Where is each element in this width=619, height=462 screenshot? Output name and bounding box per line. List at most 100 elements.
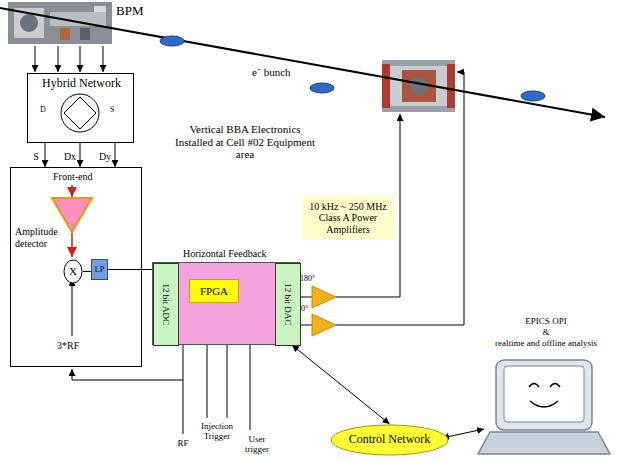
bpm-signal-wire	[35, 46, 103, 72]
dac-box: 12 bit DAC	[275, 263, 301, 346]
fpga-box: FPGA	[189, 279, 239, 303]
rf-input-wire	[72, 345, 183, 434]
node-title: Hybrid Network	[28, 77, 135, 91]
node-title: 12 bit DAC	[283, 283, 293, 325]
laptop-icon	[550, 384, 560, 388]
signal-name: RF	[177, 438, 188, 448]
hybrid-symbol	[64, 97, 96, 129]
node-title: FPGA	[200, 285, 228, 298]
connector-group	[45, 143, 390, 424]
bpm-photo	[8, 2, 112, 44]
node-title: LP	[95, 265, 104, 274]
port-label: D	[40, 105, 46, 114]
bpm-photo	[60, 28, 70, 40]
power-amplifier	[300, 297, 312, 298]
kicker-photo	[382, 60, 455, 112]
network-link	[442, 429, 484, 438]
front-end-amplifier	[71, 185, 73, 197]
trigger-wire	[227, 345, 228, 418]
front-end-amplifier	[72, 279, 73, 336]
electron-bunch	[160, 36, 545, 101]
amplifier-note-box: 10 kHz ~ 250 MHz Class A Power Amplifier…	[302, 196, 394, 240]
signal-label: Dx	[63, 151, 77, 163]
node-text: Amplitude detector	[15, 226, 65, 249]
power-amplifier	[312, 286, 336, 308]
front-end-amplifier	[71, 233, 73, 257]
phase-label: 0°	[301, 304, 308, 313]
front-end-amplifier	[52, 198, 92, 232]
software-label: &	[542, 327, 549, 337]
beam-label: e⁻ bunch	[252, 66, 291, 79]
network-link	[442, 429, 484, 438]
bpm-photo	[94, 6, 106, 12]
mixer-circle: X	[63, 259, 83, 284]
port-label: S	[110, 105, 114, 114]
node-title: Front-end	[53, 171, 92, 183]
laptop-icon	[530, 401, 558, 407]
node-title: Control Network	[349, 433, 431, 447]
signal-connector	[292, 345, 390, 424]
electron-bunch	[310, 83, 334, 93]
front-end-box: Front-endAmplitude detector 3*RF X LP	[10, 167, 142, 367]
network-ellipse: Control Network	[330, 424, 449, 456]
laptop-icon	[478, 432, 610, 454]
front-end-amplifier	[52, 185, 92, 336]
node-title: Horizontal Feedback	[183, 248, 267, 260]
hybrid-symbol	[61, 94, 99, 132]
laptop-icon	[478, 360, 610, 454]
software-label: EPICS OPI	[525, 316, 566, 326]
feedback-board: Horizontal Feedback12 bit ADCFPGA12 bit …	[152, 262, 300, 345]
laptop-icon	[504, 366, 584, 422]
power-amplifier	[300, 325, 312, 326]
bpm-photo	[20, 14, 38, 32]
bpm-signal-wire	[58, 46, 59, 72]
rf-input-wire	[72, 369, 183, 380]
hybrid-symbol	[61, 94, 99, 132]
node-text: 3*RF	[57, 340, 79, 352]
bpm-signal-wire	[103, 46, 104, 72]
bpm-photo	[80, 28, 90, 40]
kicker-photo	[382, 60, 455, 112]
bpm-photo	[8, 2, 112, 44]
adc-box: 12 bit ADC	[153, 263, 179, 346]
phase-label: 180°	[300, 274, 315, 283]
circle-shape	[64, 260, 82, 283]
bpm-signal-wire	[80, 46, 81, 72]
signal-connector	[80, 143, 81, 167]
part-name: BPM	[116, 4, 143, 19]
node-title: 10 kHz ~ 250 MHz Class A Power Amplifier…	[306, 201, 390, 236]
kicker-photo	[382, 64, 390, 108]
beam-line	[0, 8, 605, 117]
note-text: Vertical BBA Electronics Installed at Ce…	[175, 123, 315, 161]
signal-label: Dy	[98, 151, 112, 163]
software-label: realtime and offline analysis	[495, 338, 597, 348]
node-title: X	[69, 265, 77, 278]
signal-name: User trigger	[237, 434, 277, 455]
rf-input-wire	[183, 345, 184, 434]
laptop-icon	[529, 384, 539, 388]
kicker-photo	[447, 64, 455, 108]
bpm-signal-wire	[35, 46, 36, 72]
lowpass-box: LP	[91, 259, 108, 280]
trigger-wire	[207, 345, 250, 430]
trigger-wire	[250, 345, 251, 430]
electron-bunch	[521, 91, 545, 101]
signal-label: S	[32, 151, 40, 163]
node-title: 12 bit ADC	[161, 284, 171, 326]
ellipse-shape	[331, 425, 448, 455]
electron-bunch	[160, 36, 184, 46]
signal-connector	[45, 143, 46, 167]
signal-connector	[115, 143, 116, 167]
trigger-wire	[207, 345, 208, 418]
power-amplifier	[300, 286, 336, 336]
signal-name: Injection Trigger	[192, 421, 242, 442]
kicker-photo	[410, 77, 428, 95]
laptop-icon	[496, 360, 592, 430]
signal-connector	[83, 271, 91, 272]
power-amplifier	[312, 314, 336, 336]
beam-line	[0, 8, 605, 117]
signal-connector	[108, 269, 153, 270]
